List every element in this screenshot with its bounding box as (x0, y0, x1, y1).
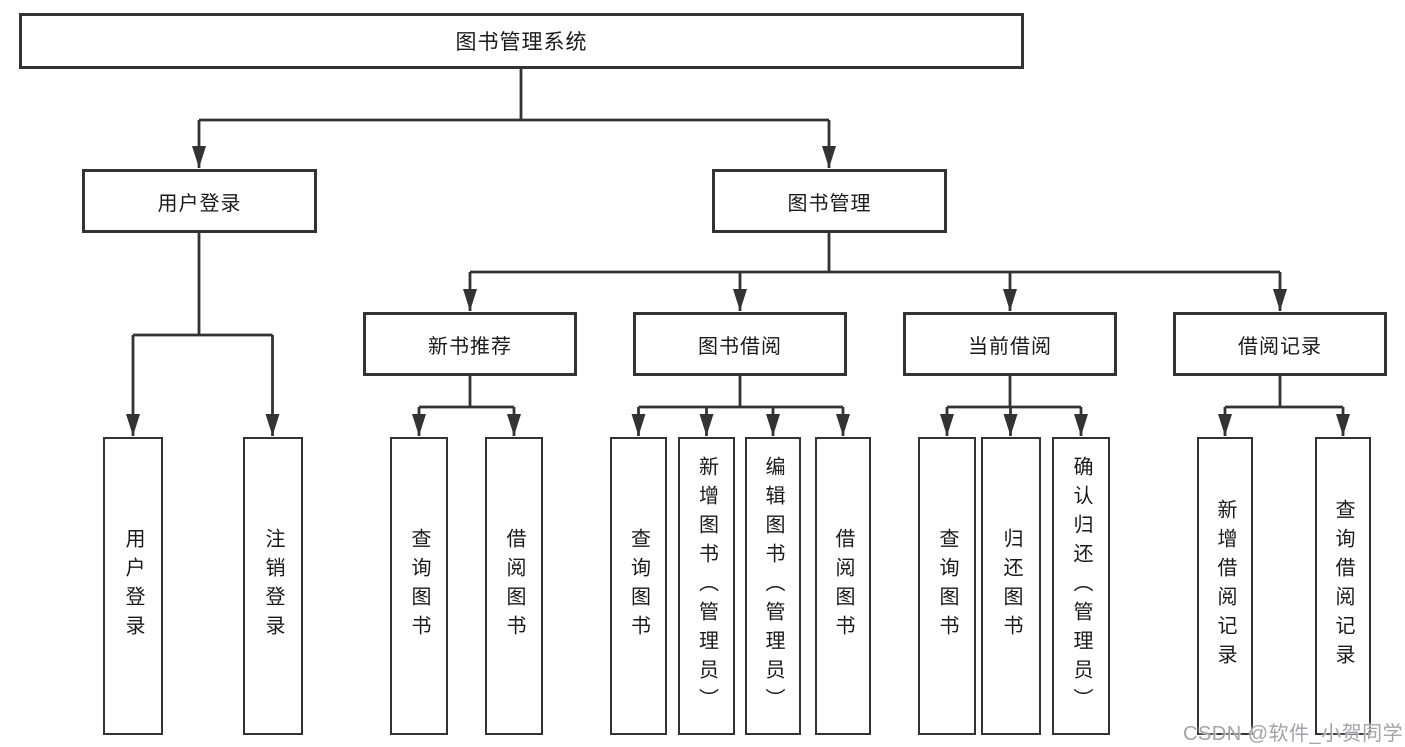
node-borrowing-records: 借阅记录 (1173, 312, 1387, 376)
node-book-management: 图书管理 (712, 169, 947, 233)
leaf-label: 新增借阅记录 (1214, 499, 1236, 673)
leaf-label: 新增图书（管理员） (695, 455, 718, 717)
node-label: 图书管理 (787, 192, 872, 215)
leaf-query-borrow-record: 查询借阅记录 (1315, 437, 1371, 735)
leaf-confirm-return-admin: 确认归还（管理员） (1052, 437, 1110, 735)
leaf-edit-book-admin: 编辑图书（管理员） (745, 437, 801, 735)
leaf-label: 用户登录 (122, 528, 144, 644)
leaf-label: 查询图书 (936, 528, 958, 644)
leaf-label: 注销登录 (262, 528, 284, 644)
leaf-label: 查询图书 (627, 528, 650, 644)
node-label: 图书借阅 (698, 335, 782, 358)
leaf-label: 查询图书 (408, 528, 430, 644)
leaf-label: 借阅图书 (832, 528, 854, 644)
node-label: 借阅记录 (1238, 335, 1322, 358)
leaf-logout: 注销登录 (243, 437, 303, 735)
leaf-borrow-books: 借阅图书 (815, 437, 871, 735)
leaf-query-books-borrow: 查询图书 (610, 437, 667, 735)
leaf-label: 确认归还（管理员） (1070, 455, 1092, 717)
leaf-add-book-admin: 新增图书（管理员） (678, 437, 735, 735)
node-label: 图书管理系统 (455, 31, 588, 54)
leaf-label: 编辑图书（管理员） (762, 455, 784, 717)
node-label: 当前借阅 (968, 335, 1052, 358)
watermark: CSDN @软件_小贺同学 (1183, 723, 1404, 745)
node-label: 用户登录 (157, 192, 242, 215)
leaf-borrow-books-recommend: 借阅图书 (485, 437, 543, 735)
leaf-query-books-current: 查询图书 (918, 437, 976, 735)
leaf-return-book: 归还图书 (981, 437, 1041, 735)
node-library-management-system: 图书管理系统 (19, 13, 1024, 69)
node-new-book-recommendation: 新书推荐 (363, 312, 577, 376)
node-label: 新书推荐 (428, 335, 512, 358)
leaf-label: 查询借阅记录 (1332, 499, 1354, 673)
leaf-label: 归还图书 (1000, 528, 1022, 644)
leaf-label: 借阅图书 (503, 528, 525, 644)
node-current-borrowing: 当前借阅 (903, 312, 1117, 376)
leaf-user-login: 用户登录 (103, 437, 163, 735)
leaf-add-borrow-record: 新增借阅记录 (1197, 437, 1253, 735)
node-user-login: 用户登录 (82, 169, 317, 233)
node-book-borrowing: 图书借阅 (633, 312, 847, 376)
branch-lines (133, 69, 1343, 409)
arrow-lines (126, 120, 1350, 436)
leaf-query-books-recommend: 查询图书 (390, 437, 448, 735)
